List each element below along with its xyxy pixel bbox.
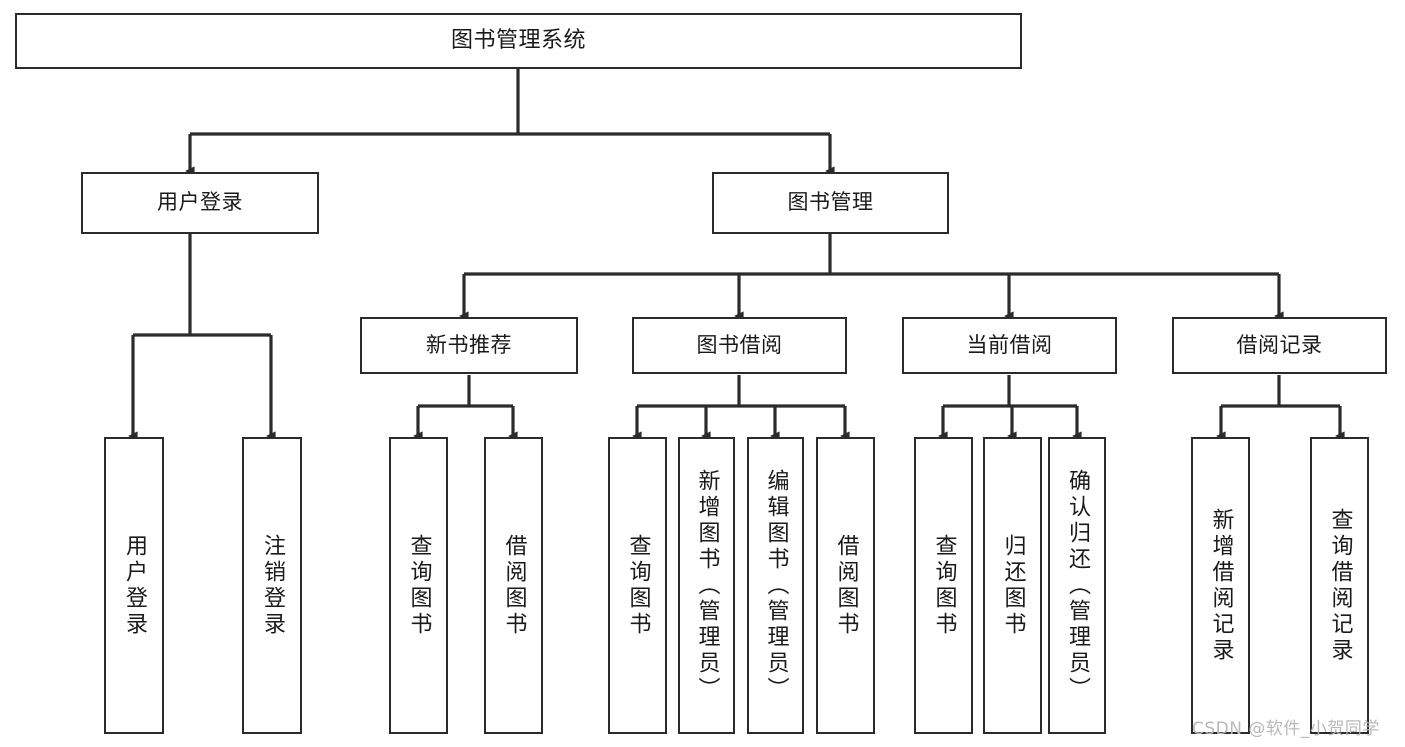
node-leaf-user-login-label: 用户登录: [122, 533, 147, 638]
node-user-login[interactable]: 用户登录: [81, 172, 319, 234]
node-book-borrow[interactable]: 图书借阅: [632, 317, 847, 374]
node-current-borrow-label: 当前借阅: [966, 332, 1053, 357]
node-leaf-logout-login[interactable]: 注销登录: [242, 437, 302, 734]
node-leaf-borrow-book-2[interactable]: 借阅图书: [816, 437, 875, 734]
node-leaf-query-record[interactable]: 查询借阅记录: [1310, 437, 1369, 734]
node-book-management-label: 图书管理: [787, 190, 874, 215]
node-leaf-confirm-return-label: 确认归还（管理员）: [1065, 468, 1090, 703]
node-borrow-record-label: 借阅记录: [1236, 332, 1323, 357]
node-leaf-query-book-3-label: 查询图书: [931, 533, 957, 638]
node-leaf-borrow-book-2-label: 借阅图书: [833, 533, 859, 638]
node-book-management[interactable]: 图书管理: [712, 172, 949, 234]
watermark-csdn: CSDN @软件_小贺同学: [1192, 719, 1380, 739]
node-leaf-user-login[interactable]: 用户登录: [104, 437, 164, 734]
node-root-book-management-system[interactable]: 图书管理系统: [15, 13, 1022, 69]
node-leaf-logout-login-label: 注销登录: [260, 533, 285, 638]
node-leaf-return-book-label: 归还图书: [1000, 533, 1026, 638]
node-user-login-label: 用户登录: [157, 190, 243, 215]
node-new-book-recommend-label: 新书推荐: [426, 332, 512, 357]
node-leaf-add-record-label: 新增借阅记录: [1208, 507, 1234, 664]
node-leaf-query-book-2-label: 查询图书: [625, 533, 651, 638]
node-leaf-query-book-2[interactable]: 查询图书: [608, 437, 667, 734]
node-leaf-query-book-1[interactable]: 查询图书: [389, 437, 448, 734]
node-leaf-query-book-1-label: 查询图书: [406, 533, 432, 638]
node-leaf-add-book[interactable]: 新增图书（管理员）: [678, 437, 735, 734]
node-leaf-return-book[interactable]: 归还图书: [983, 437, 1042, 734]
node-borrow-record[interactable]: 借阅记录: [1172, 317, 1387, 374]
node-leaf-add-book-label: 新增图书（管理员）: [694, 468, 720, 703]
node-leaf-query-book-3[interactable]: 查询图书: [914, 437, 973, 734]
node-leaf-edit-book-label: 编辑图书（管理员）: [763, 468, 789, 703]
node-leaf-add-record[interactable]: 新增借阅记录: [1191, 437, 1250, 734]
node-leaf-confirm-return[interactable]: 确认归还（管理员）: [1048, 437, 1106, 734]
node-root-label: 图书管理系统: [450, 27, 586, 53]
node-current-borrow[interactable]: 当前借阅: [902, 317, 1117, 374]
node-leaf-query-record-label: 查询借阅记录: [1327, 507, 1353, 664]
node-leaf-edit-book[interactable]: 编辑图书（管理员）: [747, 437, 804, 734]
node-book-borrow-label: 图书借阅: [696, 332, 783, 357]
node-leaf-borrow-book-1-label: 借阅图书: [501, 533, 527, 638]
node-new-book-recommend[interactable]: 新书推荐: [360, 317, 578, 374]
node-leaf-borrow-book-1[interactable]: 借阅图书: [484, 437, 543, 734]
